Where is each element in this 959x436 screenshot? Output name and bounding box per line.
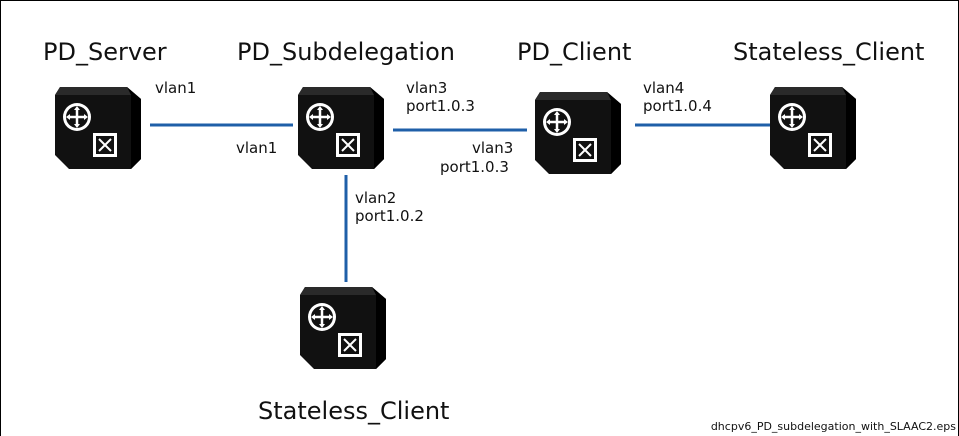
client-vlan3-label: vlan3 [472,139,513,157]
subdelegation-vlan3-label: vlan3 [406,79,447,97]
figure-caption: dhcpv6_PD_subdelegation_with_SLAAC2.eps [711,420,956,433]
pd-subdelegation-title: PD_Subdelegation [237,38,455,66]
subdelegation-port3-label: port1.0.3 [406,97,475,115]
pd-client-device-icon [533,90,623,176]
subdelegation-port2-label: port1.0.2 [355,207,424,225]
client-port3-label: port1.0.3 [440,158,509,176]
pd-server-device-icon [53,85,143,171]
pd-subdelegation-device-icon [296,85,386,171]
pd-server-title: PD_Server [43,38,167,66]
client-vlan4-label: vlan4 [643,79,684,97]
client-port4-label: port1.0.4 [643,97,712,115]
subdelegation-vlan1-label: vlan1 [236,139,277,157]
server-vlan-label: vlan1 [155,79,196,97]
stateless-client-right-device-icon [768,85,858,171]
stateless-client-bottom-device-icon [298,285,388,371]
subdelegation-vlan2-label: vlan2 [355,189,396,207]
pd-client-title: PD_Client [517,38,631,66]
stateless-client-right-title: Stateless_Client [733,38,924,66]
stateless-client-bottom-title: Stateless_Client [258,397,449,425]
